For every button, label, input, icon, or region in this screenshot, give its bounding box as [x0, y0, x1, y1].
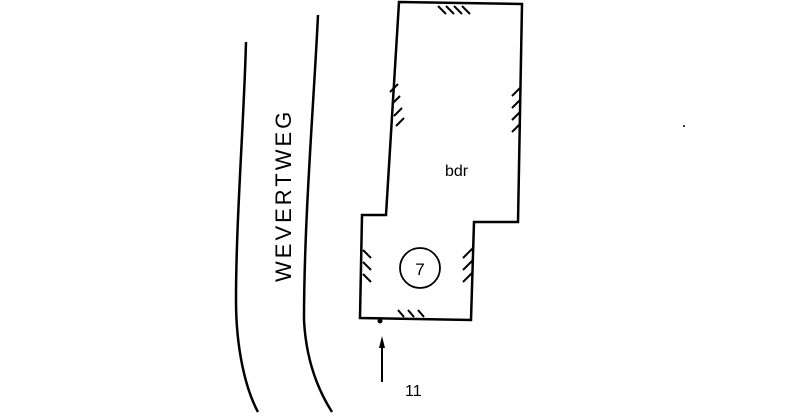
speck — [683, 125, 685, 127]
hatch-marks — [362, 5, 521, 318]
arrow-head-icon — [379, 336, 385, 348]
street-name: WEVERTWEG — [271, 109, 296, 282]
entrance-label: 11 — [405, 383, 422, 400]
road-edge-left — [234, 41, 260, 413]
building-outline — [358, 0, 524, 322]
road-edge-right — [302, 14, 334, 413]
entrance-dot — [377, 318, 383, 324]
house-number: 7 — [415, 260, 424, 279]
building-label: bdr — [445, 163, 469, 180]
house-number-circle — [399, 247, 441, 289]
